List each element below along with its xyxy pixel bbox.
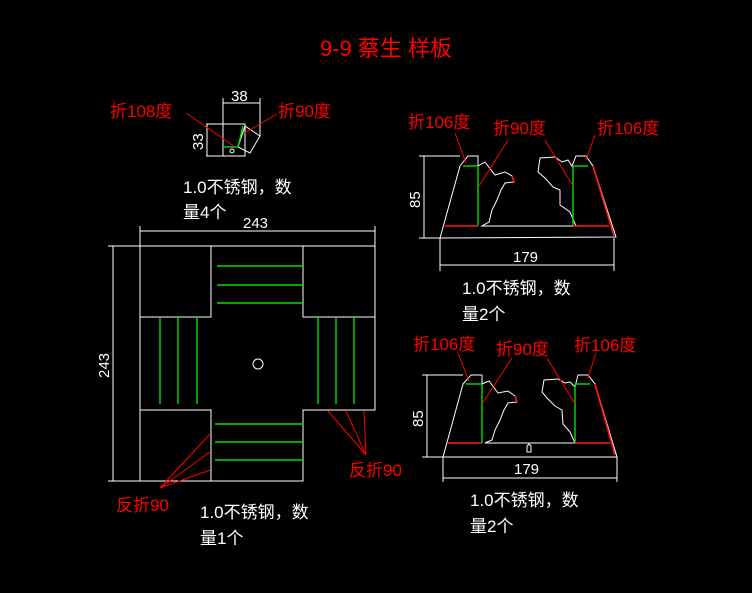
material-note-line1: 1.0不锈钢，数 bbox=[200, 503, 309, 522]
bend-line-red bbox=[592, 165, 615, 237]
bend-line-red bbox=[594, 383, 616, 456]
leader-line bbox=[327, 410, 367, 456]
trapezoid-bottom-part: 85 179 折106度 折90度 折106度 1.0不锈钢，数 量2个 bbox=[410, 335, 636, 536]
bend-line-red bbox=[511, 175, 515, 183]
leader-line bbox=[159, 433, 211, 489]
dim-height: 33 bbox=[190, 133, 207, 150]
material-note-line1: 1.0不锈钢，数 bbox=[470, 491, 579, 510]
leader-line bbox=[457, 352, 470, 382]
leader-line bbox=[159, 469, 211, 489]
cross-plate-part: 243 243 反折90 反折90 1.0不锈钢，数 量1个 bbox=[96, 215, 402, 548]
leader-line bbox=[363, 410, 367, 456]
hole bbox=[229, 148, 235, 154]
bend-line bbox=[237, 125, 244, 148]
bend-label-right: 折106度 bbox=[574, 336, 636, 355]
bend-line-red bbox=[514, 395, 518, 403]
leader-line bbox=[159, 451, 211, 489]
bend-label-left: 反折90 bbox=[116, 496, 169, 515]
material-note-line2: 量1个 bbox=[200, 529, 243, 548]
small-bracket-part: 38 33 折108度 折90度 1.0不锈钢，数 量4个 bbox=[110, 88, 331, 222]
leader-line bbox=[242, 113, 278, 135]
material-note-line2: 量2个 bbox=[462, 305, 505, 324]
leader-line bbox=[345, 410, 367, 456]
material-note-line2: 量2个 bbox=[470, 517, 513, 536]
dim-width: 179 bbox=[514, 461, 539, 478]
leader-line bbox=[587, 352, 597, 379]
bend-label-left: 折106度 bbox=[408, 113, 470, 132]
dim-height: 243 bbox=[96, 353, 113, 378]
dim-height: 85 bbox=[407, 191, 424, 208]
bend-label-right: 折90度 bbox=[278, 102, 331, 121]
bracket-body bbox=[222, 123, 246, 157]
bend-label-right: 反折90 bbox=[349, 461, 402, 480]
dim-width: 179 bbox=[513, 249, 538, 266]
outline bbox=[442, 374, 483, 458]
material-note-line1: 1.0不锈钢，数 bbox=[183, 178, 292, 197]
leader-line bbox=[185, 112, 236, 148]
bend-label-mid: 折90度 bbox=[493, 119, 546, 138]
leader-line bbox=[481, 357, 513, 405]
notch bbox=[526, 443, 532, 453]
bend-label-left: 折106度 bbox=[413, 335, 475, 354]
dim-width: 243 bbox=[243, 215, 268, 232]
material-note-line1: 1.0不锈钢，数 bbox=[462, 279, 571, 298]
material-note-line2: 量4个 bbox=[183, 203, 226, 222]
leader-line bbox=[544, 139, 574, 187]
bend-label-right: 折106度 bbox=[597, 119, 659, 138]
outline bbox=[439, 155, 479, 239]
dim-height: 85 bbox=[410, 410, 427, 427]
leader-line bbox=[585, 134, 596, 161]
leader-line bbox=[546, 357, 576, 405]
dim-width: 38 bbox=[231, 88, 248, 105]
drawing-title: 9-9 蔡生 样板 bbox=[320, 36, 452, 61]
leader-line bbox=[478, 139, 509, 187]
center-hole bbox=[252, 358, 264, 370]
bend-label-left: 折108度 bbox=[110, 102, 172, 121]
cross-outline bbox=[139, 245, 376, 482]
bend-label-mid: 折90度 bbox=[496, 340, 549, 359]
trapezoid-top-part: 85 179 折106度 折90度 折106度 1.0不锈钢，数 量2个 bbox=[407, 113, 659, 324]
leader-line bbox=[454, 132, 467, 164]
